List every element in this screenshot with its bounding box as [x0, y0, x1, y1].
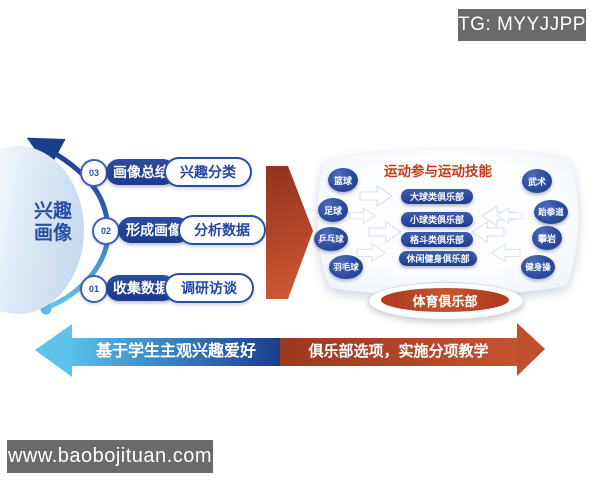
- bubble-text: 跆拳道: [538, 207, 564, 217]
- bubble-text: 篮球: [333, 175, 352, 186]
- bottom-arrow-right-label: 俱乐部选项，实施分项教学: [280, 338, 517, 366]
- step-number-02: 02: [92, 217, 120, 245]
- bubble-text: 健身操: [525, 262, 551, 272]
- club-pill-combat: 格斗类俱乐部: [401, 232, 473, 247]
- interest-profile-title: 兴趣 画像: [18, 201, 88, 245]
- club-text: 格斗类俱乐部: [409, 235, 464, 245]
- sports-panel-title: 运动参与运动技能: [358, 160, 518, 180]
- big-flow-arrow: [266, 166, 313, 299]
- club-pill-big-ball: 大球类俱乐部: [401, 189, 473, 204]
- tg-watermark-text: TG: MYYJJPP: [458, 14, 586, 35]
- club-text: 休闲健身俱乐部: [406, 254, 470, 264]
- step-02-action-pill: 形成画像: [118, 217, 190, 243]
- bubble-text: 足球: [323, 205, 342, 216]
- bubble-text: 攀岩: [537, 233, 556, 244]
- interest-title-line1: 兴趣: [33, 201, 72, 222]
- sport-bubble-football: 足球: [318, 198, 348, 222]
- step-01-action-text: 收集数据: [113, 280, 169, 296]
- step-03-method-text: 兴趣分类: [180, 164, 236, 180]
- bottom-arrow-left-label: 基于学生主观兴趣爱好: [72, 338, 280, 366]
- sport-bubble-climbing: 攀岩: [532, 226, 562, 250]
- left-arrowhead: [35, 324, 72, 377]
- sports-club-label-text: 体育俱乐部: [412, 293, 478, 309]
- step-number-01: 01: [80, 275, 108, 303]
- sports-club-label: 体育俱乐部: [381, 288, 509, 312]
- step-03-method-pill: 兴趣分类: [164, 157, 252, 187]
- sport-bubble-aerobics: 健身操: [521, 255, 555, 279]
- step-02-num-text: 02: [100, 226, 111, 236]
- bottom-right-text: 俱乐部选项，实施分项教学: [308, 343, 489, 360]
- bubble-text: 羽毛球: [333, 262, 359, 272]
- step-02-method-text: 分析数据: [194, 222, 250, 238]
- sport-bubble-badminton: 羽毛球: [329, 255, 363, 279]
- club-text: 大球类俱乐部: [409, 192, 464, 202]
- sport-bubble-basketball: 篮球: [328, 168, 358, 192]
- bottom-left-text: 基于学生主观兴趣爱好: [95, 343, 256, 360]
- site-watermark-text: www.baobojituan.com: [7, 445, 213, 467]
- bottom-double-arrow: [35, 323, 545, 377]
- step-01-num-text: 01: [88, 284, 99, 294]
- step-02-action-text: 形成画像: [126, 222, 182, 238]
- bubble-text: 乒乓球: [318, 234, 344, 244]
- step-03-action-text: 画像总结: [113, 164, 169, 180]
- sport-bubble-wushu: 武术: [522, 169, 552, 193]
- interest-title-line2: 画像: [33, 223, 72, 244]
- club-pill-small-ball: 小球类俱乐部: [401, 212, 473, 227]
- step-01-method-pill: 调研访谈: [164, 273, 254, 303]
- club-pill-leisure-fitness: 休闲健身俱乐部: [399, 251, 477, 266]
- right-arrowhead: [517, 323, 545, 376]
- bubble-text: 武术: [527, 176, 546, 187]
- step-01-method-text: 调研访谈: [181, 280, 237, 296]
- step-03-num-text: 03: [88, 168, 99, 178]
- step-02-method-pill: 分析数据: [178, 215, 266, 245]
- step-number-03: 03: [80, 159, 108, 187]
- sport-bubble-tabletennis: 乒乓球: [314, 227, 348, 251]
- sports-panel-title-text: 运动参与运动技能: [384, 164, 492, 179]
- tg-watermark-badge: TG: MYYJJPP: [458, 9, 586, 41]
- site-watermark-badge: www.baobojituan.com: [7, 440, 213, 473]
- club-text: 小球类俱乐部: [409, 215, 464, 225]
- sport-bubble-taekwondo: 跆拳道: [534, 200, 568, 224]
